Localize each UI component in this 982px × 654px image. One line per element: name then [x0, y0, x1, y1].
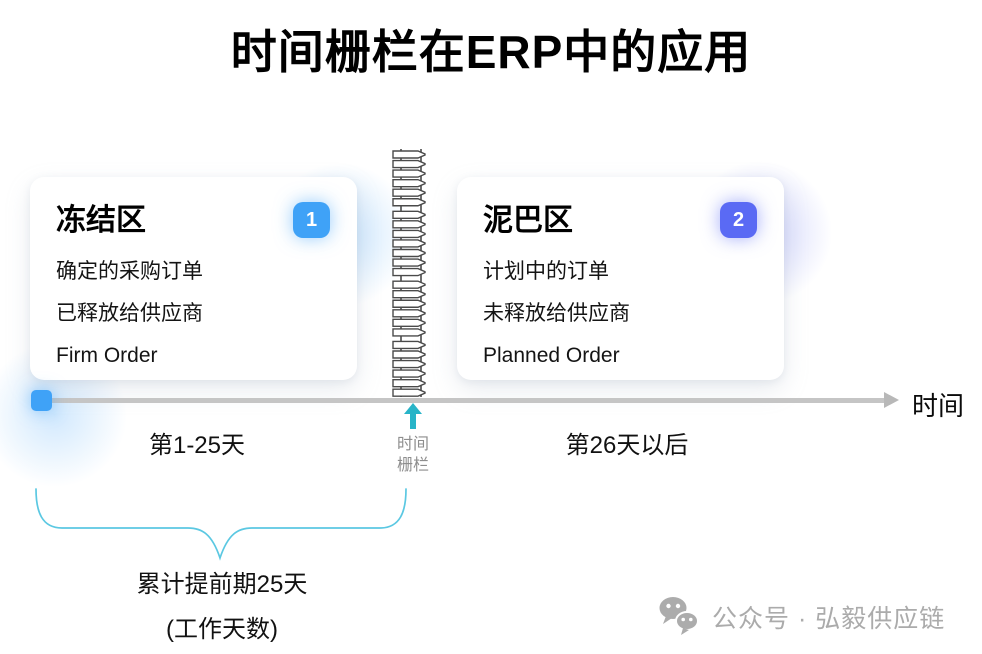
time-fence-icon: [392, 149, 426, 397]
segment-label-day-26-onward: 第26天以后: [565, 432, 689, 459]
frozen-zone-card: 冻结区 1 确定的采购订单 已释放给供应商 Firm Order: [30, 177, 357, 380]
fence-caption-line2: 栅栏: [396, 457, 429, 474]
slushy-zone-line: 计划中的订单: [483, 260, 609, 283]
frozen-zone-lines: 确定的采购订单 已释放给供应商 Firm Order: [56, 251, 203, 377]
fence-pointer-arrow-stem: [410, 413, 416, 429]
watermark: 公众号 · 弘毅供应链: [658, 595, 945, 639]
fence-caption: 时间 栅栏: [385, 434, 441, 476]
slushy-zone-line: 未释放给供应商: [483, 302, 630, 325]
slushy-zone-card: 泥巴区 2 计划中的订单 未释放给供应商 Planned Order: [457, 177, 784, 380]
frozen-zone-title: 冻结区: [56, 204, 146, 237]
frozen-zone-line: Firm Order: [56, 344, 158, 367]
working-days-label: (工作天数): [166, 616, 278, 643]
slushy-zone-title: 泥巴区: [483, 204, 573, 237]
badge-number-1: 1: [293, 202, 330, 238]
fence-caption-line1: 时间: [396, 436, 429, 453]
slushy-zone-lines: 计划中的订单 未释放给供应商 Planned Order: [483, 251, 630, 377]
segment-label-days-1-25: 第1-25天: [148, 432, 246, 459]
fence-pointer-arrowhead-icon: [404, 403, 422, 414]
axis-arrowhead-icon: [884, 392, 899, 408]
wechat-icon: [659, 597, 699, 635]
page-title: 时间栅栏在ERP中的应用: [230, 26, 752, 78]
watermark-text: 公众号 · 弘毅供应链: [712, 605, 946, 633]
frozen-zone-line: 确定的采购订单: [56, 260, 203, 283]
badge-number-2: 2: [720, 202, 757, 238]
brace-icon: [35, 488, 407, 561]
axis-label: 时间: [912, 391, 965, 421]
timeline-axis: [41, 398, 889, 403]
frozen-zone-line: 已释放给供应商: [56, 302, 203, 325]
slushy-zone-line: Planned Order: [483, 344, 620, 367]
lead-time-label: 累计提前期25天: [136, 571, 308, 598]
axis-origin-marker: [31, 390, 52, 411]
